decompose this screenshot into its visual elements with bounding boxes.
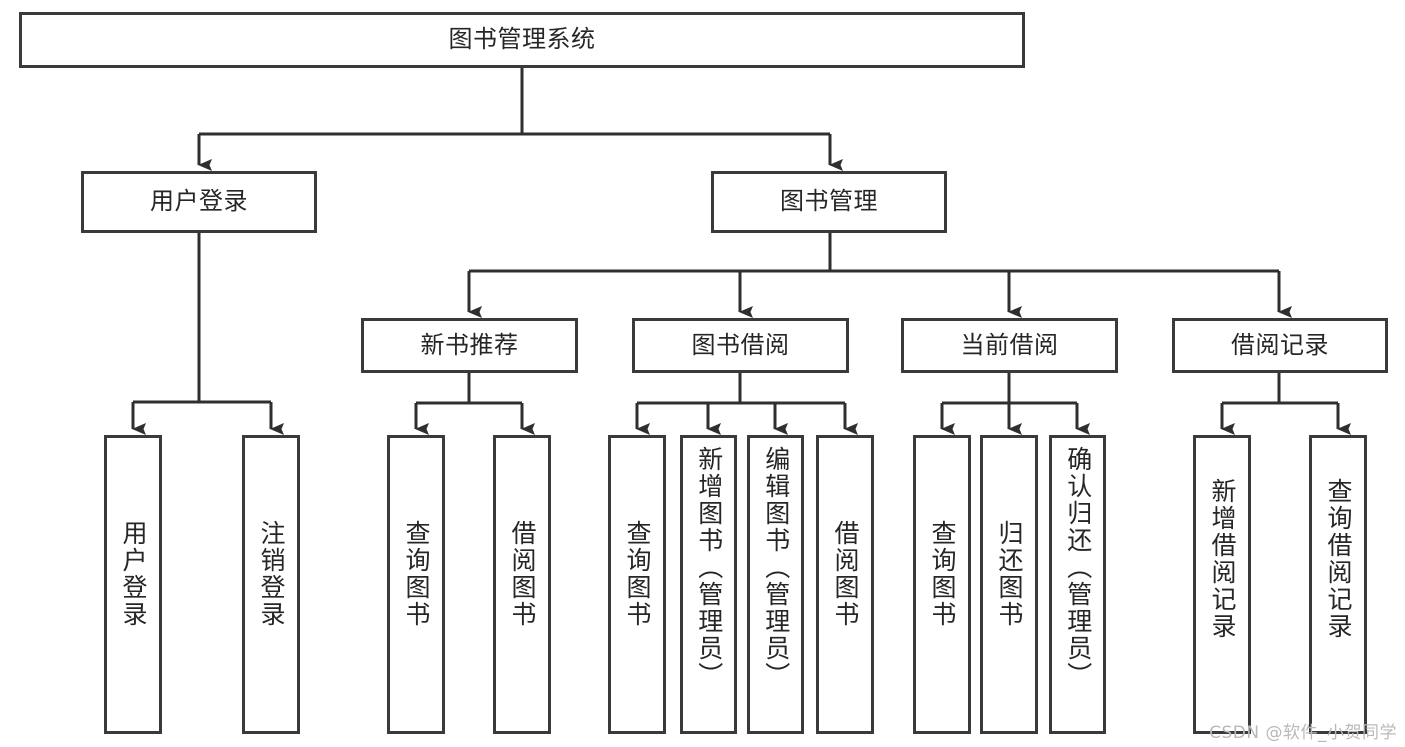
node-book-borrow[interactable]: 图书借阅 xyxy=(632,318,849,373)
node-book-management[interactable]: 图书管理 xyxy=(711,171,947,233)
node-label: 查询图书 xyxy=(928,520,957,628)
node-leaf-edit-book[interactable]: 编辑图书（管理员） xyxy=(747,435,804,734)
node-label: 查询图书 xyxy=(402,520,431,628)
node-leaf-return-book[interactable]: 归还图书 xyxy=(980,435,1038,734)
node-label: 新增借阅记录 xyxy=(1208,478,1237,640)
node-new-book-recommend[interactable]: 新书推荐 xyxy=(361,318,578,373)
node-label: 查询图书 xyxy=(623,520,652,628)
node-label: 借阅图书 xyxy=(831,520,860,628)
node-leaf-user-login[interactable]: 用户登录 xyxy=(104,435,162,734)
node-label: 借阅记录 xyxy=(1231,330,1329,359)
node-user-login[interactable]: 用户登录 xyxy=(81,171,317,233)
csdn-watermark: CSDN @软件_小贺同学 xyxy=(1209,723,1397,743)
node-label: 注销登录 xyxy=(257,520,286,628)
node-label: 查询借阅记录 xyxy=(1324,478,1353,640)
node-label: 图书借阅 xyxy=(691,330,790,359)
node-borrow-record[interactable]: 借阅记录 xyxy=(1172,318,1388,373)
node-root-book-management-system[interactable]: 图书管理系统 xyxy=(19,12,1025,68)
node-label: 借阅图书 xyxy=(508,520,537,628)
node-leaf-query-book-borrow[interactable]: 查询图书 xyxy=(608,435,666,734)
node-leaf-query-borrow-record[interactable]: 查询借阅记录 xyxy=(1309,435,1367,734)
node-leaf-add-borrow-record[interactable]: 新增借阅记录 xyxy=(1193,435,1251,734)
node-leaf-borrow-book[interactable]: 借阅图书 xyxy=(816,435,874,734)
node-label: 新书推荐 xyxy=(420,330,519,359)
node-leaf-borrow-book-recommend[interactable]: 借阅图书 xyxy=(493,435,551,734)
node-leaf-query-book-current[interactable]: 查询图书 xyxy=(913,435,971,734)
node-leaf-confirm-return[interactable]: 确认归还（管理员） xyxy=(1049,435,1106,734)
node-label: 当前借阅 xyxy=(960,330,1059,359)
node-label: 新增图书（管理员） xyxy=(694,446,724,689)
node-label: 图书管理系统 xyxy=(448,25,596,54)
node-leaf-add-book[interactable]: 新增图书（管理员） xyxy=(680,435,737,734)
node-leaf-query-book-recommend[interactable]: 查询图书 xyxy=(387,435,445,734)
node-label: 用户登录 xyxy=(119,520,148,628)
node-label: 编辑图书（管理员） xyxy=(761,446,791,689)
node-leaf-logout[interactable]: 注销登录 xyxy=(242,435,300,734)
node-label: 用户登录 xyxy=(150,187,248,216)
node-label: 图书管理 xyxy=(780,187,878,216)
node-label: 归还图书 xyxy=(995,520,1024,628)
node-label: 确认归还（管理员） xyxy=(1063,446,1093,689)
node-current-borrow[interactable]: 当前借阅 xyxy=(901,318,1118,373)
